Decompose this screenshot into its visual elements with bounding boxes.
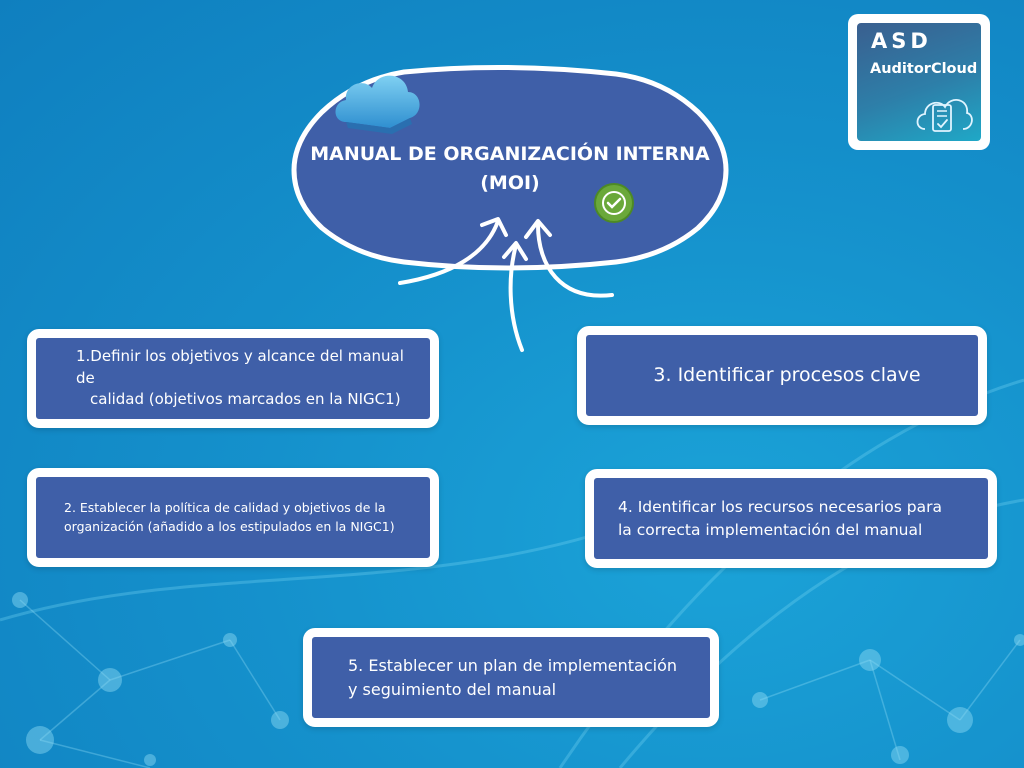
step-1-line2: calidad (objetivos marcados en la NIGC1) <box>90 390 401 409</box>
step-1-box: 1.Definir los objetivos y alcance del ma… <box>27 329 439 428</box>
cloud-document-check-icon <box>916 99 973 132</box>
main-title-line2: (MOI) <box>480 171 540 194</box>
step-2-box: 2. Establecer la política de calidad y o… <box>27 468 439 567</box>
auditorcloud-logo: ASD AuditorCloud <box>848 14 990 150</box>
step-3-line1: 3. Identificar procesos clave <box>653 363 921 386</box>
logo-name: AuditorCloud <box>870 61 978 77</box>
step-2-line2: organización (añadido a los estipulados … <box>64 518 395 534</box>
step-5-line1: 5. Establecer un plan de implementación <box>348 656 678 676</box>
cloud-icon <box>335 75 420 134</box>
step-5-box: 5. Establecer un plan de implementación … <box>303 628 719 727</box>
step-4-box: 4. Identificar los recursos necesarios p… <box>585 469 997 568</box>
converging-arrows <box>398 217 614 352</box>
step-1-line1: 1.Definir los objetivos y alcance del ma… <box>76 346 404 387</box>
verified-badge-icon <box>594 183 634 223</box>
logo-panel: ASD AuditorCloud <box>857 23 981 141</box>
step-4-line2: la correcta implementación del manual <box>618 520 923 539</box>
step-5-line2: y seguimiento del manual <box>348 679 557 699</box>
logo-mark: ASD <box>871 29 932 53</box>
step-4-line1: 4. Identificar los recursos necesarios p… <box>618 498 942 517</box>
main-node-title: MANUAL DE ORGANIZACIÓN INTERNA (MOI) <box>300 140 720 197</box>
step-2-line1: 2. Establecer la política de calidad y o… <box>64 500 386 516</box>
main-title-line1: MANUAL DE ORGANIZACIÓN INTERNA <box>310 143 710 165</box>
step-3-box: 3. Identificar procesos clave <box>577 326 987 425</box>
